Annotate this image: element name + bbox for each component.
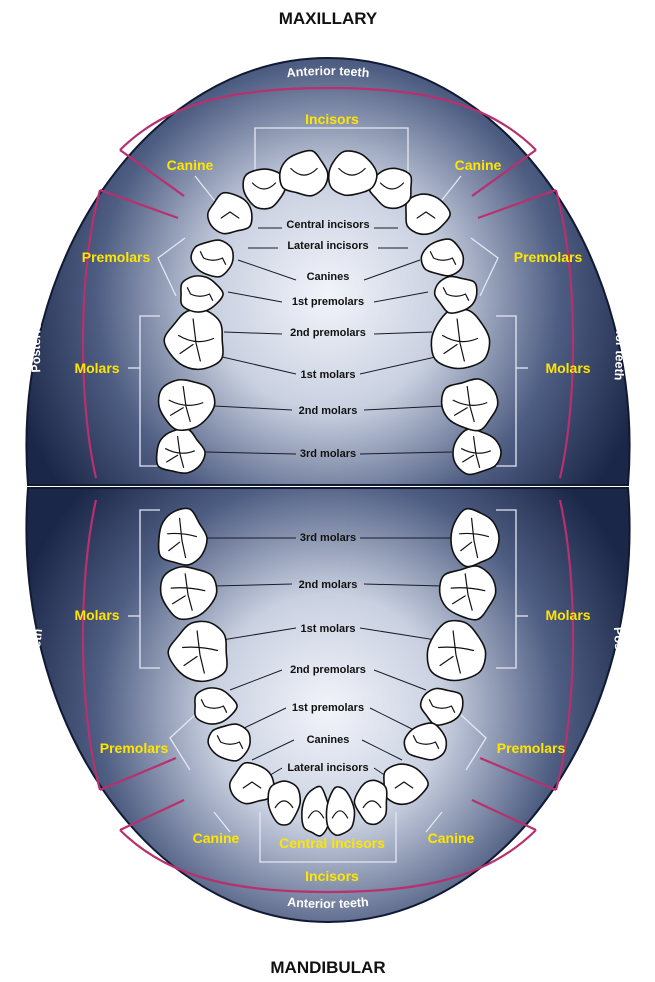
lower-molars-left-label: Molars [74, 607, 119, 623]
row-label-1st-molars: 1st molars [300, 623, 355, 635]
upper-canine-left-label: Canine [167, 157, 214, 173]
lower-posterior-left-label: Postetior teeth [27, 628, 45, 717]
row-label-1st-premolars: 1st premolars [292, 702, 364, 714]
lower-incisors-label: Incisors [305, 868, 359, 884]
row-label-1st-premolars: 1st premolars [292, 296, 364, 308]
upper-anterior-label: Anterior teeth [286, 64, 370, 80]
lower-anterior-label: Anterior teeth [287, 895, 369, 911]
row-label-2nd-molars: 2nd molars [299, 405, 358, 417]
upper-incisors-label: Incisors [305, 111, 359, 127]
upper-premolars-left-label: Premolars [82, 249, 151, 265]
lower-premolars-right-label: Premolars [497, 740, 566, 756]
row-label-lateral-incisors: Lateral incisors [287, 240, 368, 252]
row-label-2nd-premolars: 2nd premolars [290, 664, 366, 676]
lower-posterior-right-label: Postetior teeth [611, 626, 627, 715]
lower-central-incisors-label: Central incisors [279, 835, 385, 851]
row-label-lateral-incisors: Lateral incisors [287, 762, 368, 774]
upper-molars-right-label: Molars [545, 360, 590, 376]
row-label-3rd-molars: 3rd molars [300, 532, 356, 544]
upper-canine-right-label: Canine [455, 157, 502, 173]
upper-premolars-right-label: Premolars [514, 249, 583, 265]
lower-premolars-left-label: Premolars [100, 740, 169, 756]
row-label-canines: Canines [307, 271, 350, 283]
lower-molars-right-label: Molars [545, 607, 590, 623]
maxillary-title: MAXILLARY [279, 9, 378, 28]
lower-canine-right-label: Canine [428, 830, 475, 846]
row-label-canines: Canines [307, 734, 350, 746]
row-label-central-incisors: Central incisors [286, 219, 369, 231]
row-label-1st-molars: 1st molars [300, 369, 355, 381]
row-label-3rd-molars: 3rd molars [300, 448, 356, 460]
mandibular-title: MANDIBULAR [270, 958, 385, 977]
upper-molars-left-label: Molars [74, 360, 119, 376]
row-label-2nd-premolars: 2nd premolars [290, 327, 366, 339]
lower-canine-left-label: Canine [193, 830, 240, 846]
row-label-2nd-molars: 2nd molars [299, 579, 358, 591]
upper-posterior-right-label: Posterior teeth [612, 291, 627, 381]
